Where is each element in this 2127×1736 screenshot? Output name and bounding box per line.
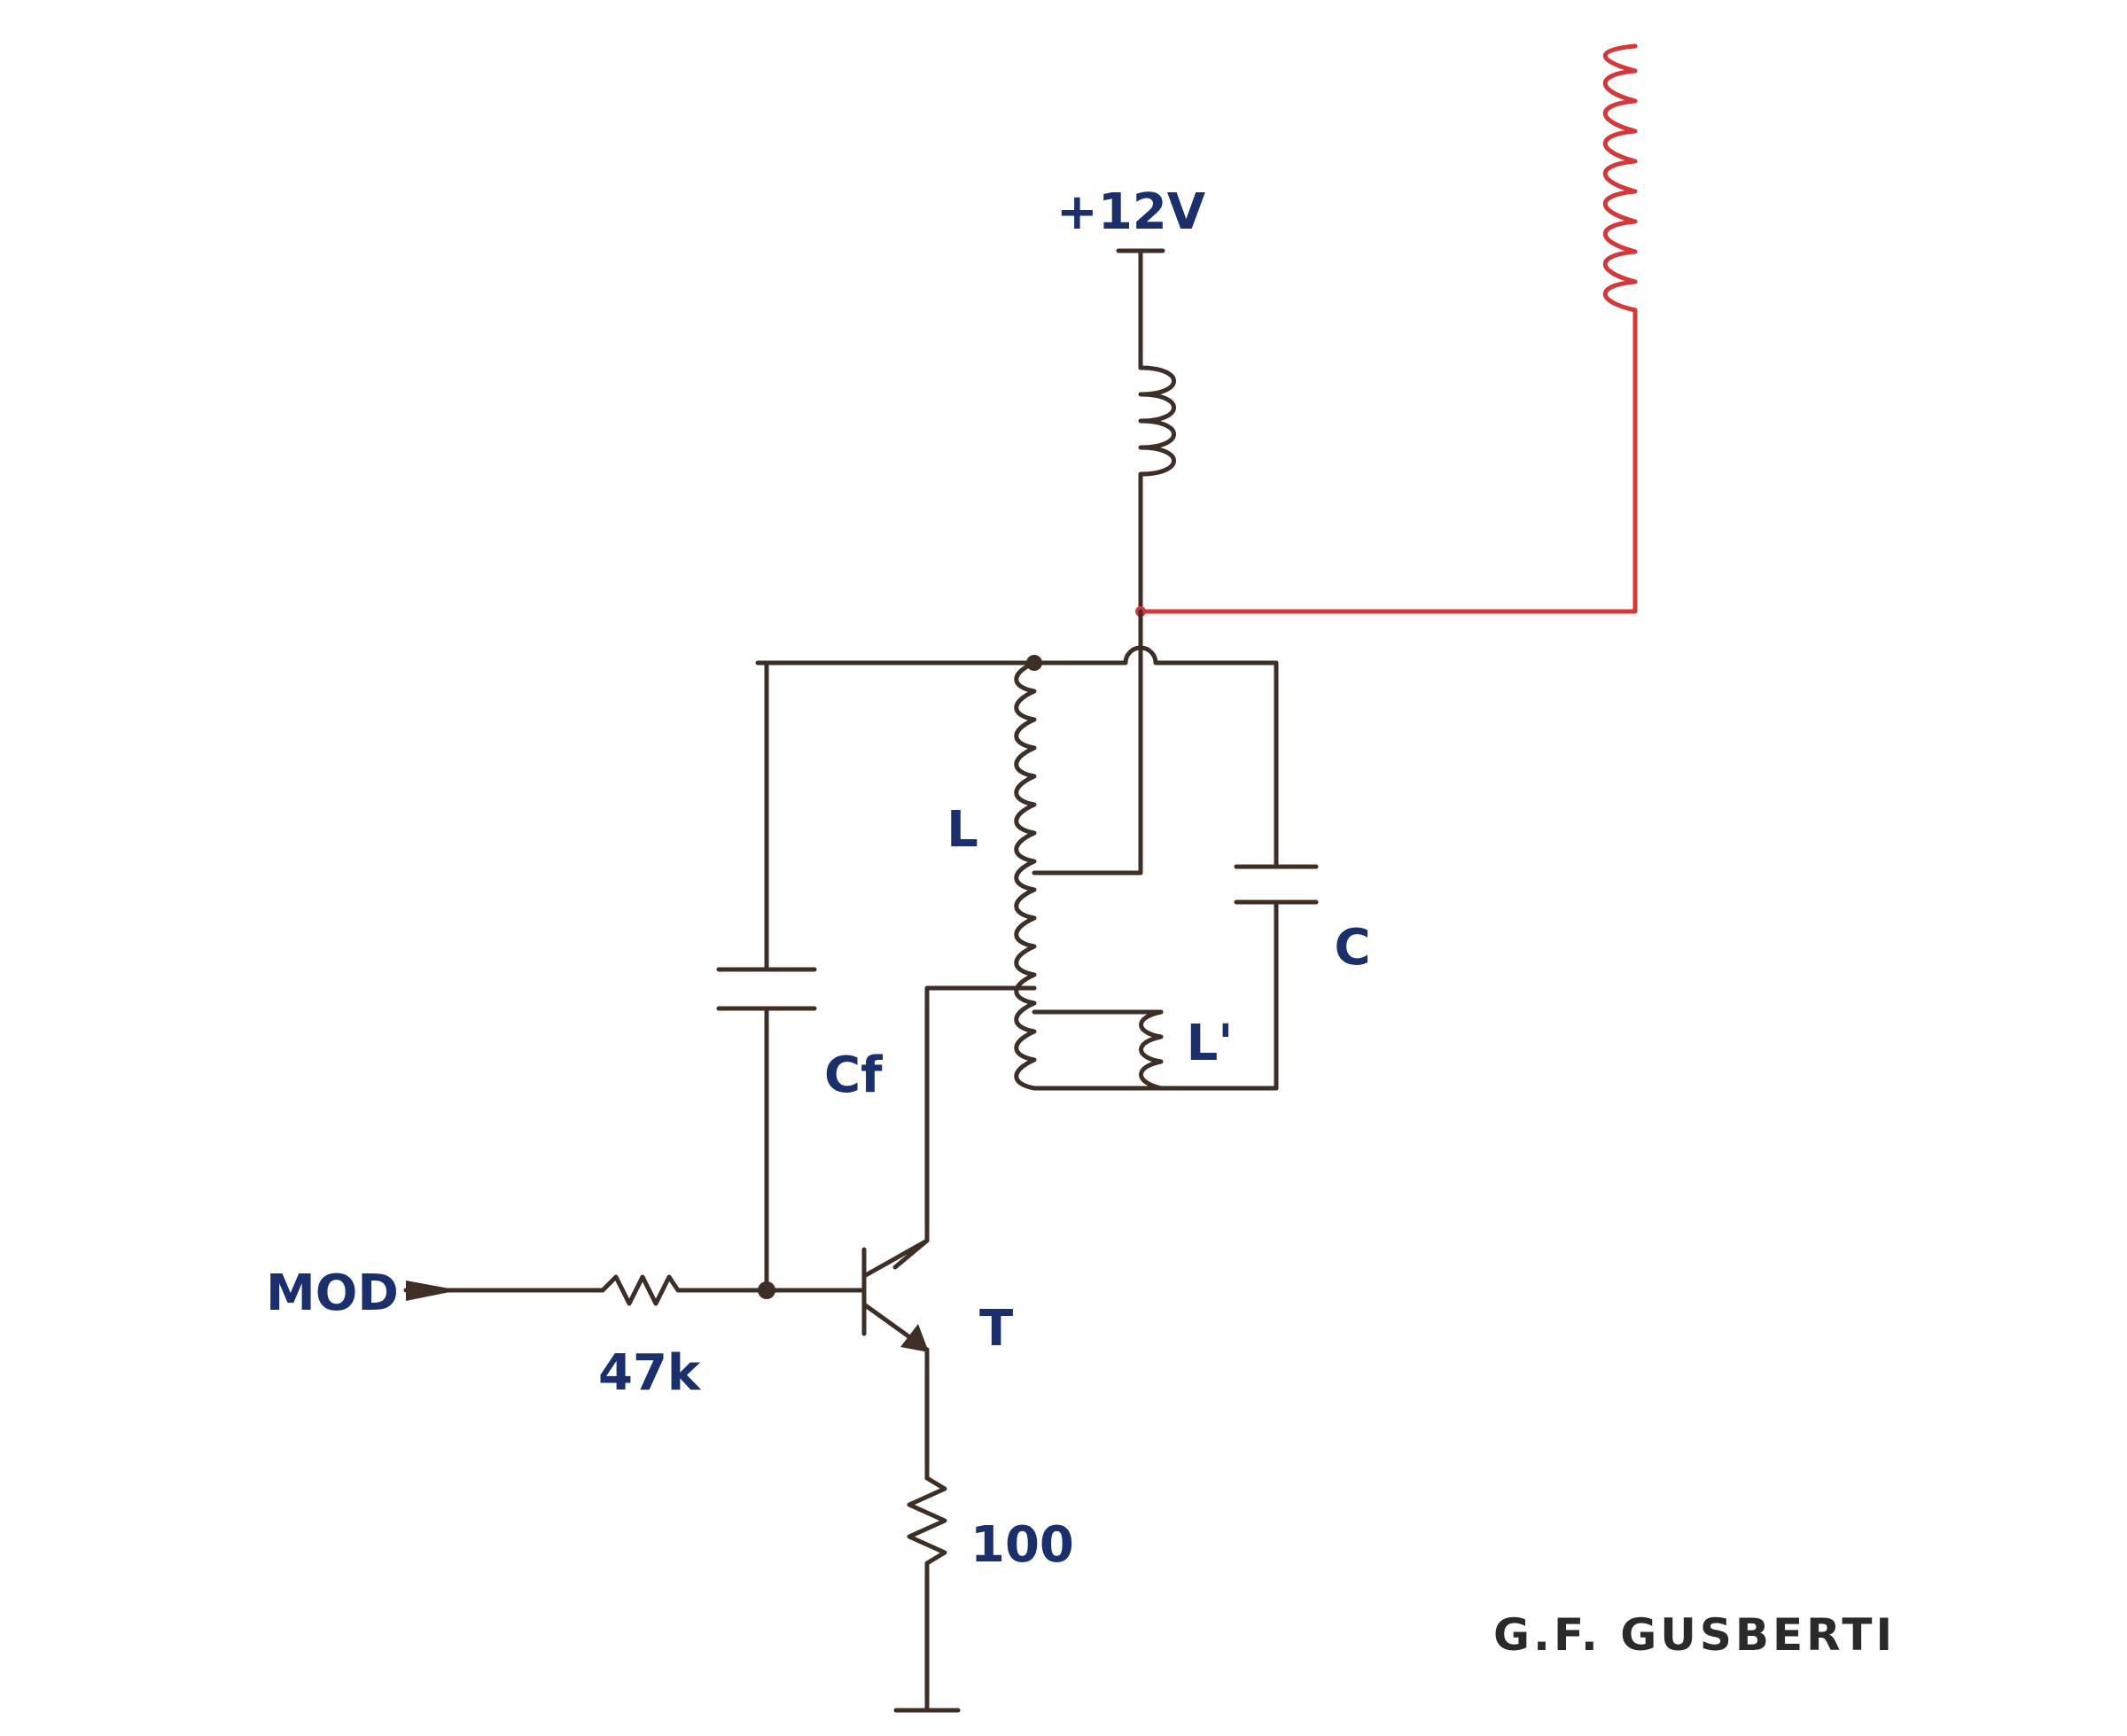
- emitter-resistor: [907, 1475, 947, 1713]
- base-resistor-label: 47k: [598, 1344, 702, 1402]
- mod-input-terminal: [403, 1281, 605, 1301]
- tank-capacitor: [1234, 660, 1319, 1091]
- rf-choke: [1138, 365, 1176, 494]
- tap-inductor: [1032, 1009, 1164, 1091]
- tank-inductor-label: L: [947, 801, 978, 859]
- emitter-resistor-label: 100: [970, 1516, 1074, 1574]
- supply-terminal: [1116, 248, 1165, 370]
- top-rail: [755, 645, 1279, 666]
- tank-inductor: [1014, 660, 1037, 1091]
- helical-antenna-coil: [1603, 43, 1638, 313]
- feedback-capacitor: [716, 660, 817, 1292]
- supply-tap-wire: [1032, 609, 1143, 876]
- base-resistor: [600, 1274, 769, 1306]
- mod-label: MOD: [266, 1265, 399, 1322]
- collector-wire: [892, 985, 1037, 1270]
- author-signature: G.F. GUSBERTI: [1493, 1609, 1896, 1661]
- supply-label: +12V: [1056, 183, 1206, 241]
- npn-transistor: [764, 1238, 930, 1481]
- feedback-capacitor-label: Cf: [824, 1047, 883, 1104]
- tap-inductor-label: L': [1187, 1015, 1234, 1072]
- transistor-label: T: [979, 1300, 1013, 1358]
- tank-capacitor-label: C: [1334, 919, 1370, 977]
- antenna: [1138, 43, 1638, 614]
